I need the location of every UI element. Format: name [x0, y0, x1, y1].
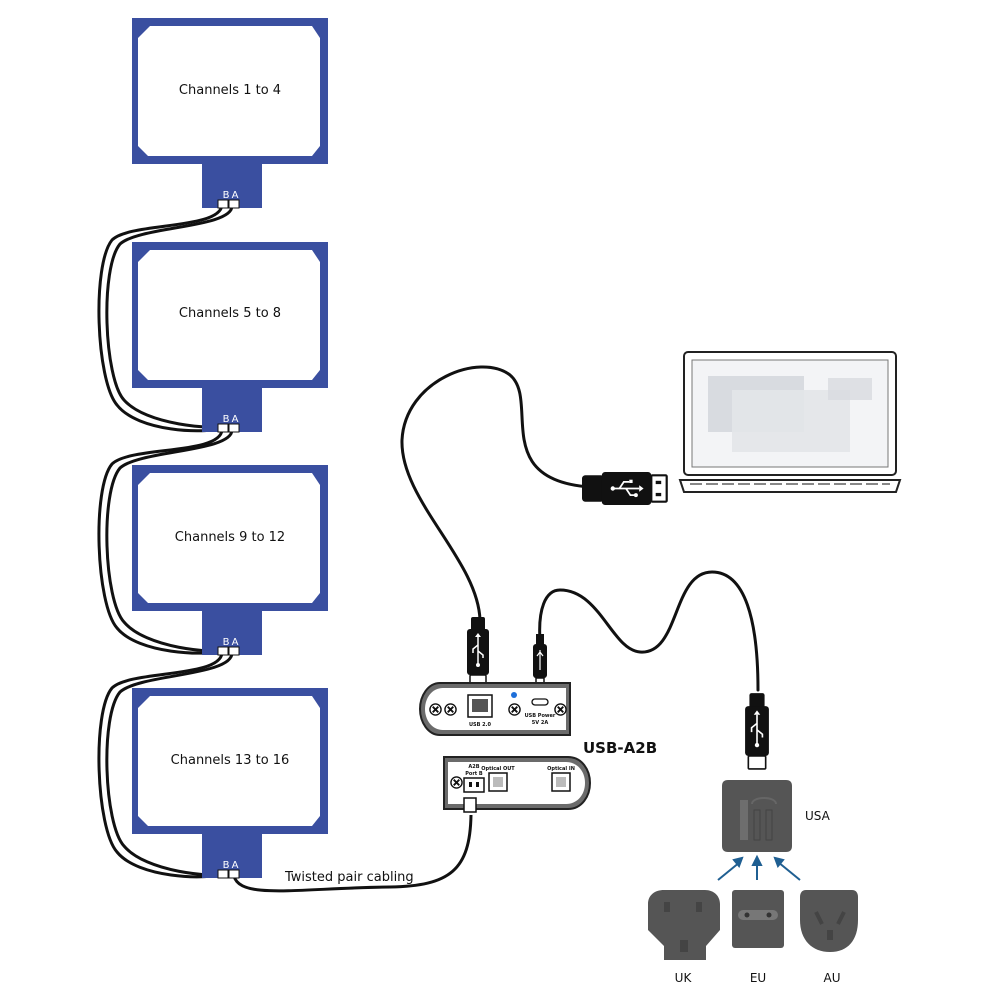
- optical-out-label: Optical OUT: [481, 766, 515, 772]
- board-3-connector-b[interactable]: [217, 646, 229, 656]
- board-chain-cables: [97, 203, 234, 879]
- device-title: USB-A2B: [583, 739, 657, 757]
- a2b-port[interactable]: [463, 777, 485, 793]
- adapter-arrows: [717, 854, 801, 881]
- usb-b-port-socket: [472, 699, 488, 712]
- usb-c-plug[interactable]: [533, 634, 547, 689]
- board-2-pin-a: A: [232, 414, 239, 425]
- board-2-connector-a[interactable]: [228, 423, 240, 433]
- usb-a-plug-laptop[interactable]: [582, 472, 668, 505]
- a2b-label-line-1: A2B: [468, 764, 479, 770]
- usb-power-cable: [538, 570, 760, 692]
- board-4-connector-b[interactable]: [217, 869, 229, 879]
- power-label-line-1: USB Power: [525, 713, 556, 719]
- board-1-connector-a[interactable]: [228, 199, 240, 209]
- usa-adapter[interactable]: [722, 780, 792, 852]
- board-2[interactable]: Channels 5 to 8 B A: [132, 242, 328, 433]
- laptop-window-3: [828, 378, 872, 400]
- board-3[interactable]: Channels 9 to 12 B A: [132, 465, 328, 656]
- board-2-connector-b[interactable]: [217, 423, 229, 433]
- board-3-pin-b: B: [223, 637, 230, 648]
- cable-board1-to-board2: [97, 203, 224, 433]
- laptop: [678, 351, 902, 493]
- laptop-window-2: [732, 390, 850, 452]
- usb-b-plug[interactable]: [466, 616, 490, 688]
- board-4-pin-a: A: [232, 860, 239, 871]
- board-2-pin-b: B: [223, 414, 230, 425]
- board-1-connector-b[interactable]: [217, 199, 229, 209]
- optical-in-label: Optical IN: [547, 766, 575, 772]
- eu-adapter[interactable]: [732, 890, 784, 948]
- uk-adapter[interactable]: [648, 890, 720, 960]
- board-4-pin-b: B: [223, 860, 230, 871]
- a2b-port-pin: [469, 782, 472, 787]
- usb-data-cable: [400, 365, 592, 622]
- usb-cables: [400, 365, 760, 692]
- a2b-port-pin: [476, 782, 479, 787]
- usb-c-power-port[interactable]: [531, 698, 549, 706]
- cable-label: Twisted pair cabling: [284, 870, 414, 885]
- au-adapter[interactable]: [800, 890, 858, 952]
- power-label-line-2: 5V 2A: [532, 720, 549, 726]
- uk-label: UK: [675, 971, 693, 985]
- usb-port-label: USB 2.0: [469, 722, 492, 728]
- screw-icon: [554, 703, 567, 716]
- board-4-label: Channels 13 to 16: [171, 753, 290, 768]
- usb-a2b-device-back: A2B Port B Optical OUT Optical IN: [443, 756, 592, 813]
- screw-icon: [429, 703, 442, 716]
- board-1-pin-a: A: [232, 190, 239, 201]
- optical-in-port-socket: [556, 777, 566, 787]
- usa-label: USA: [805, 809, 831, 823]
- screw-icon: [444, 703, 457, 716]
- optical-out-port-socket: [493, 777, 503, 787]
- arrow-uk-to-usa: [717, 861, 741, 881]
- eu-label: EU: [750, 971, 766, 985]
- cable-board3-to-board4: [97, 651, 224, 879]
- arrow-au-to-usa: [777, 861, 801, 881]
- twisted-pair-cable: [232, 814, 473, 893]
- board-3-pin-a: A: [232, 637, 239, 648]
- a2b-label-line-2: Port B: [465, 771, 483, 777]
- screw-icon: [508, 703, 521, 716]
- board-1-label: Channels 1 to 4: [179, 83, 281, 98]
- board-1-pin-b: B: [223, 190, 230, 201]
- au-label: AU: [824, 971, 841, 985]
- cable-board2-to-board3: [97, 428, 224, 655]
- a2b-plug[interactable]: [463, 797, 477, 813]
- laptop-base: [678, 479, 902, 493]
- board-3-label: Channels 9 to 12: [175, 530, 285, 545]
- screw-icon: [450, 776, 463, 789]
- board-4-connector-a[interactable]: [228, 869, 240, 879]
- board-3-connector-a[interactable]: [228, 646, 240, 656]
- board-4[interactable]: Channels 13 to 16 B A: [132, 688, 328, 879]
- board-1[interactable]: Channels 1 to 4 B A: [132, 18, 328, 209]
- usb-a2b-device-front: USB 2.0 USB Power 5V 2A: [418, 682, 571, 736]
- boards: Channels 1 to 4 B A Channels 5 to 8 B A …: [132, 18, 328, 879]
- board-2-label: Channels 5 to 8: [179, 306, 281, 321]
- usb-a-plug-charger[interactable]: [744, 692, 770, 770]
- status-led: [511, 692, 517, 698]
